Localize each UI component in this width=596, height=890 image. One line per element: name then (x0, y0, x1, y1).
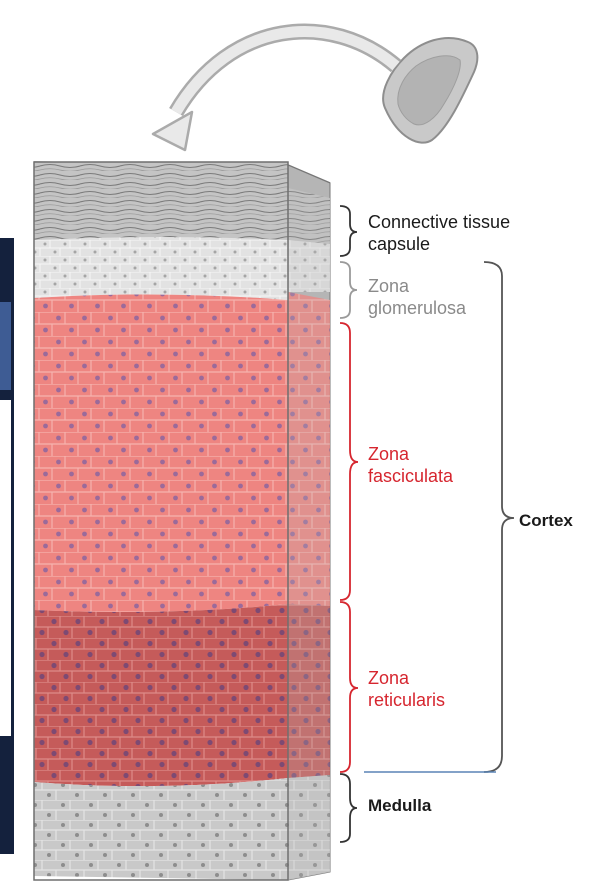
glomerulosa-label-line1: Zona (368, 276, 410, 296)
reticularis-layer (34, 604, 288, 787)
medulla-brace (339, 773, 358, 843)
adrenal-gland-icon (382, 37, 479, 144)
fasciculata-label-line1: Zona (368, 444, 410, 464)
capsule-label-line1: Connective tissue (368, 212, 511, 232)
reticularis-brace (339, 601, 359, 773)
reticularis-label-line1: Zona (368, 668, 410, 688)
glomerulosa-label-line2: glomerulosa (368, 298, 467, 318)
cortex-brace (483, 261, 515, 773)
tissue-block (33, 161, 331, 881)
reticularis-label: Zona reticularis (368, 667, 445, 711)
curved-arrow-icon (151, 23, 402, 152)
reticularis-label-line2: reticularis (368, 690, 446, 710)
capsule-label-line2: capsule (368, 234, 431, 254)
capsule-layer (34, 162, 288, 242)
capsule-brace (339, 205, 358, 257)
fasciculata-brace (339, 322, 359, 601)
slide-panel-fragment (0, 238, 14, 854)
capsule-label: Connective tissue capsule (368, 211, 510, 255)
fasciculata-label: Zona fasciculata (368, 443, 453, 487)
fasciculata-layer (34, 294, 288, 612)
medulla-layer (34, 778, 288, 880)
glomerulosa-layer (34, 237, 288, 300)
medulla-label: Medulla (368, 796, 432, 815)
cortex-label: Cortex (519, 511, 573, 530)
glomerulosa-brace (339, 261, 358, 319)
glomerulosa-label: Zona glomerulosa (368, 275, 466, 319)
fasciculata-label-line2: fasciculata (368, 466, 454, 486)
